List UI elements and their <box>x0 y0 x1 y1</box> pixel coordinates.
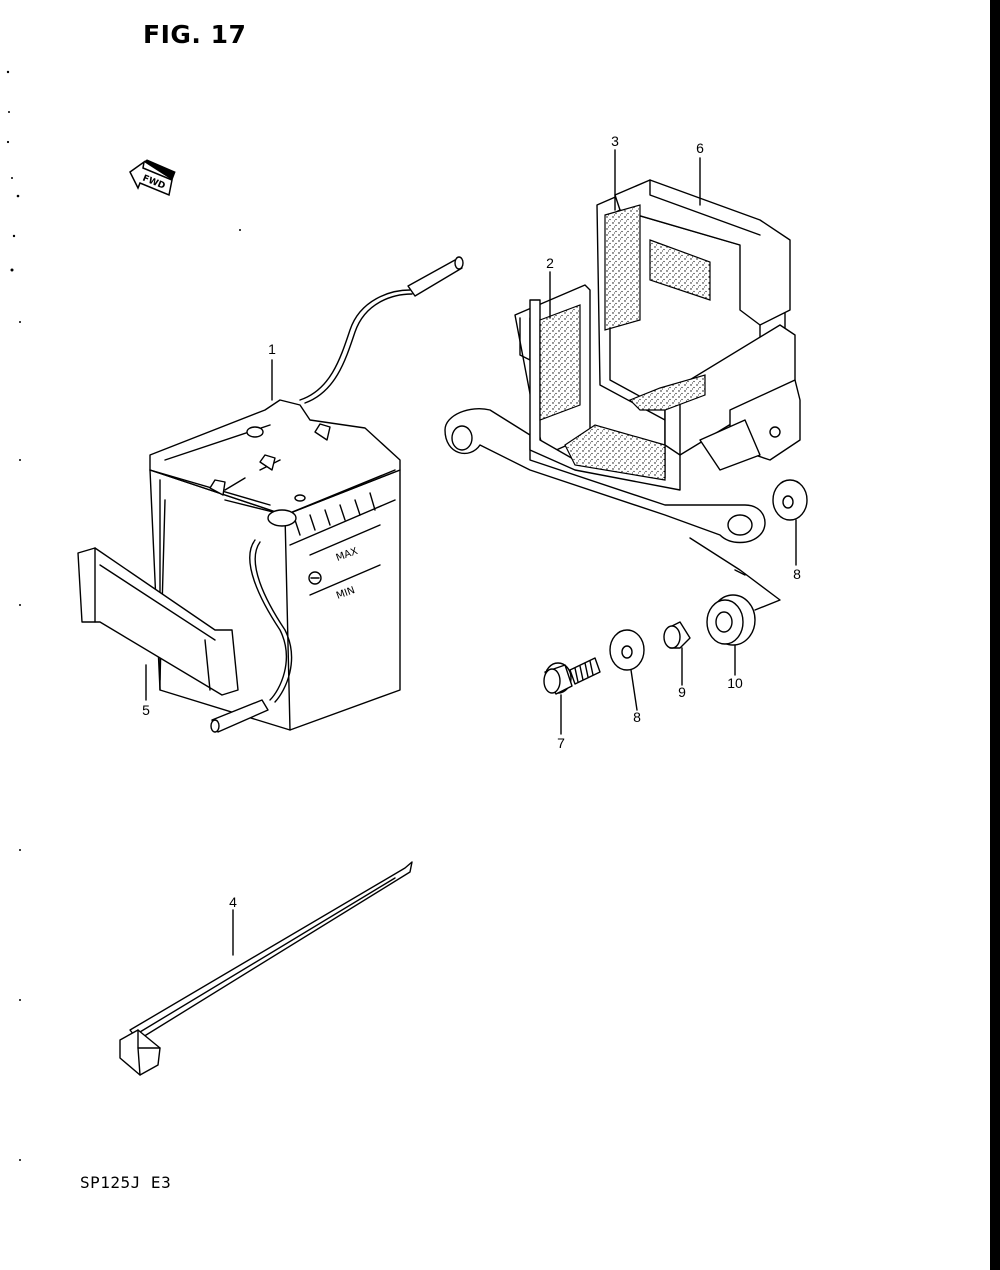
grommet-10 <box>706 594 756 646</box>
callout-6: 6 <box>696 140 704 156</box>
callout-3: 3 <box>611 133 619 149</box>
margin-specks <box>6 70 241 1161</box>
washer-8-lower <box>609 629 645 671</box>
hardware <box>543 479 808 695</box>
collar-9 <box>663 621 691 649</box>
callout-9: 9 <box>678 684 686 700</box>
callout-7: 7 <box>557 735 565 751</box>
figure-title: FIG. 17 <box>143 20 247 49</box>
battery-tool <box>119 861 413 1076</box>
callout-1: 1 <box>268 341 276 357</box>
callout-10: 10 <box>727 675 743 691</box>
cushion-3 <box>604 204 641 331</box>
battery-band <box>77 547 239 696</box>
washer-8-upper <box>772 479 808 521</box>
fwd-arrow-icon: FWD <box>129 159 176 197</box>
bolt-7 <box>543 657 601 695</box>
callout-8-lower: 8 <box>633 709 641 725</box>
callout-8-upper: 8 <box>793 566 801 582</box>
scan-edge-band <box>990 0 1000 1270</box>
callout-2: 2 <box>546 255 554 271</box>
battery-holder <box>444 179 801 544</box>
cushion-2 <box>539 304 581 421</box>
callouts: 1 2 3 4 5 6 7 8 8 9 10 <box>142 133 801 910</box>
leader-lines <box>145 149 797 956</box>
model-code: SP125J E3 <box>80 1173 172 1192</box>
callout-5: 5 <box>142 702 150 718</box>
callout-4: 4 <box>229 894 237 910</box>
